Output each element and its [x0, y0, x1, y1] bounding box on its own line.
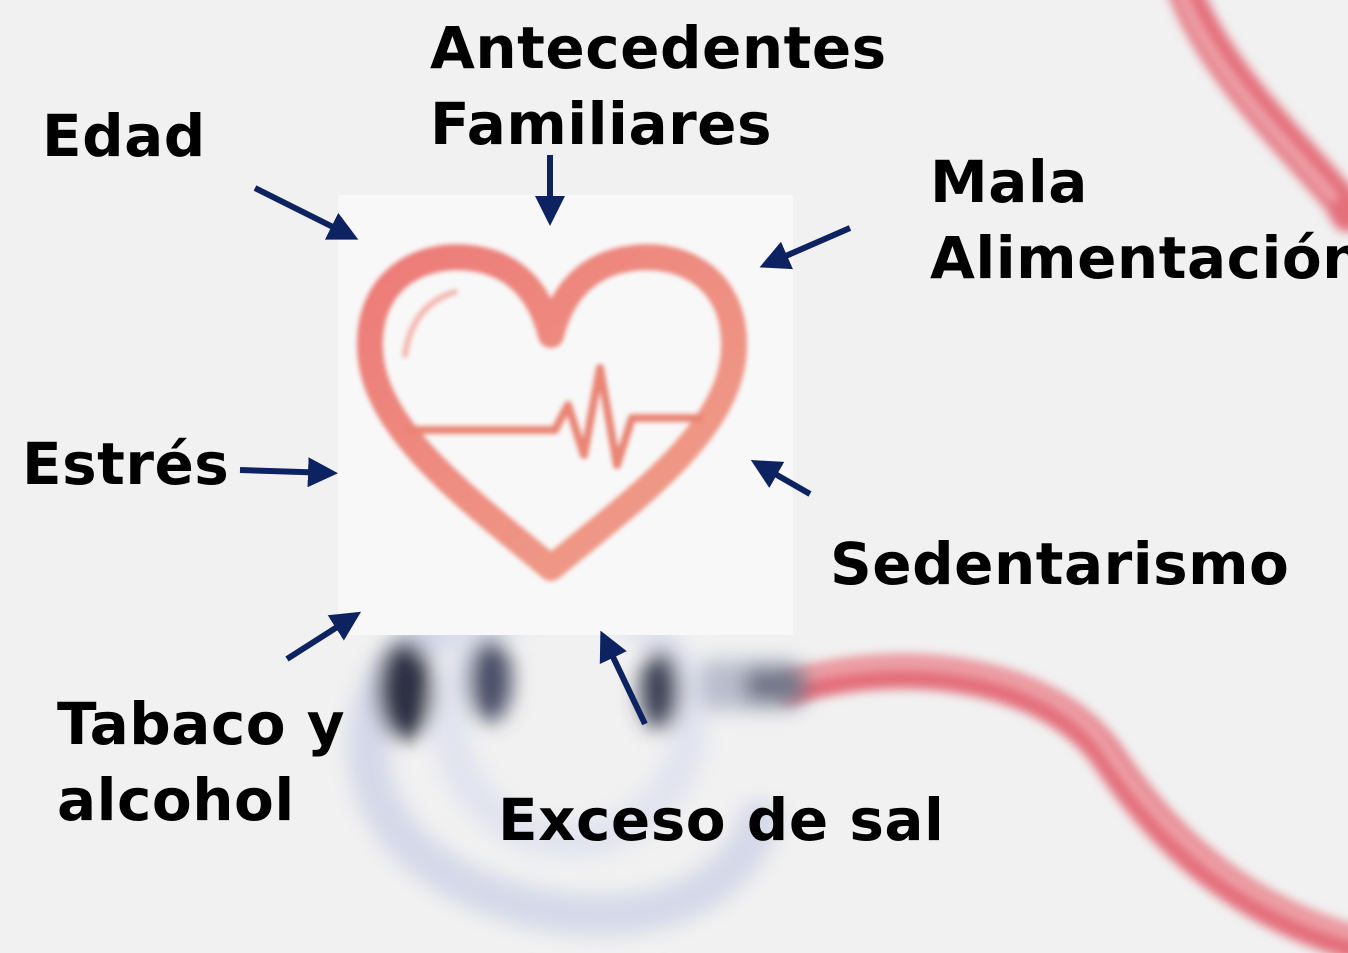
arrow-sal [599, 630, 648, 726]
stethoscope-icon [348, 575, 805, 936]
factor-estres-text: Estrés [22, 430, 230, 498]
arrow-mala-alimentacion [759, 225, 852, 270]
factor-mala-line2: Alimentación [930, 224, 1348, 292]
factor-sedentarismo-label: Sedentarismo [830, 526, 1289, 602]
factor-sedentarismo-text: Sedentarismo [830, 530, 1290, 598]
factor-exceso-sal-label: Exceso de sal [498, 782, 944, 858]
factor-edad-text: Edad [42, 102, 206, 170]
arrow-tabaco [285, 611, 362, 662]
factor-antecedentes-line1: Antecedentes [430, 14, 887, 82]
factor-edad-label: Edad [42, 98, 206, 174]
factor-tabaco-line2: alcohol [57, 766, 295, 834]
heart-pulse-icon [356, 244, 748, 581]
factor-mala-line1: Mala [930, 148, 1088, 216]
factor-sal-text: Exceso de sal [498, 786, 945, 854]
factor-tabaco-alcohol-label: Tabaco y alcohol [57, 686, 345, 838]
arrow-estres [239, 457, 338, 488]
factor-estres-label: Estrés [22, 426, 229, 502]
factor-antecedentes-label: Antecedentes Familiares [430, 10, 887, 162]
stethoscope-tube-bottom [773, 654, 1348, 953]
arrow-sedentarismo [750, 460, 812, 497]
factor-antecedentes-line2: Familiares [430, 90, 773, 158]
stethoscope-tube-top [1170, 0, 1348, 232]
arrow-edad [253, 185, 359, 240]
factor-tabaco-line1: Tabaco y [57, 690, 346, 758]
factor-mala-alimentacion-label: Mala Alimentación [930, 144, 1348, 296]
